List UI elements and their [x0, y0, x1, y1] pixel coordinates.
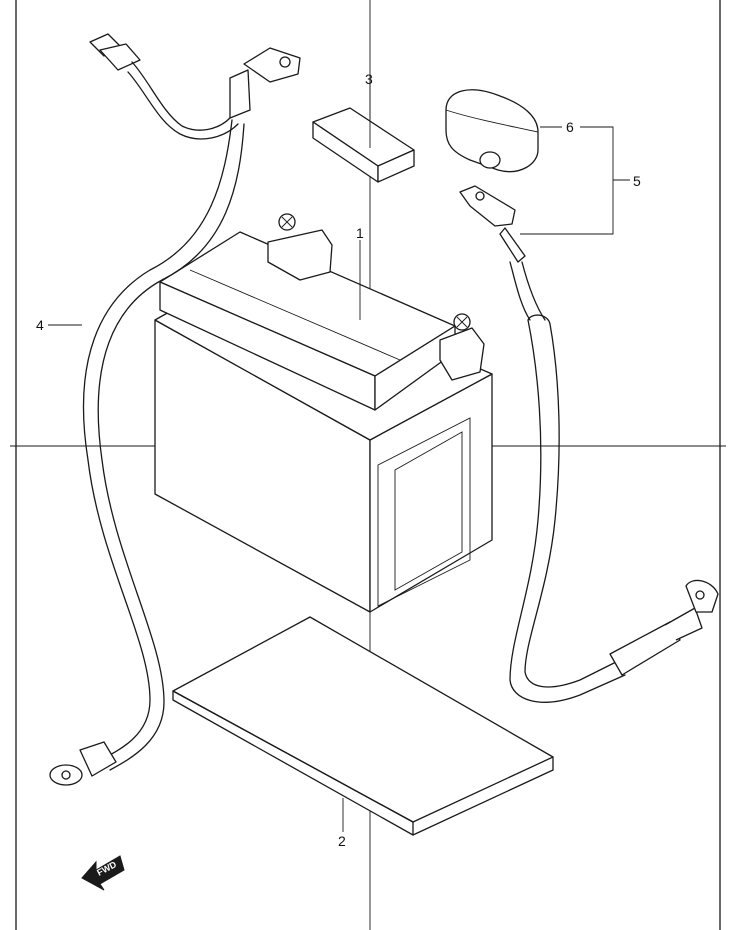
leader-lines — [48, 84, 630, 832]
spacer-block — [312, 107, 415, 183]
callout-3: 3 — [365, 71, 373, 87]
negative-cable — [459, 185, 719, 703]
battery — [154, 213, 493, 613]
callout-5: 5 — [633, 173, 641, 189]
positive-cable — [49, 33, 301, 786]
callout-6: 6 — [566, 119, 574, 135]
battery-mat — [172, 616, 554, 836]
terminal-cover — [445, 89, 539, 173]
callout-4: 4 — [36, 317, 44, 333]
callout-2: 2 — [338, 833, 346, 849]
callout-1: 1 — [356, 225, 364, 241]
fwd-arrow-icon: FWD — [81, 855, 125, 891]
